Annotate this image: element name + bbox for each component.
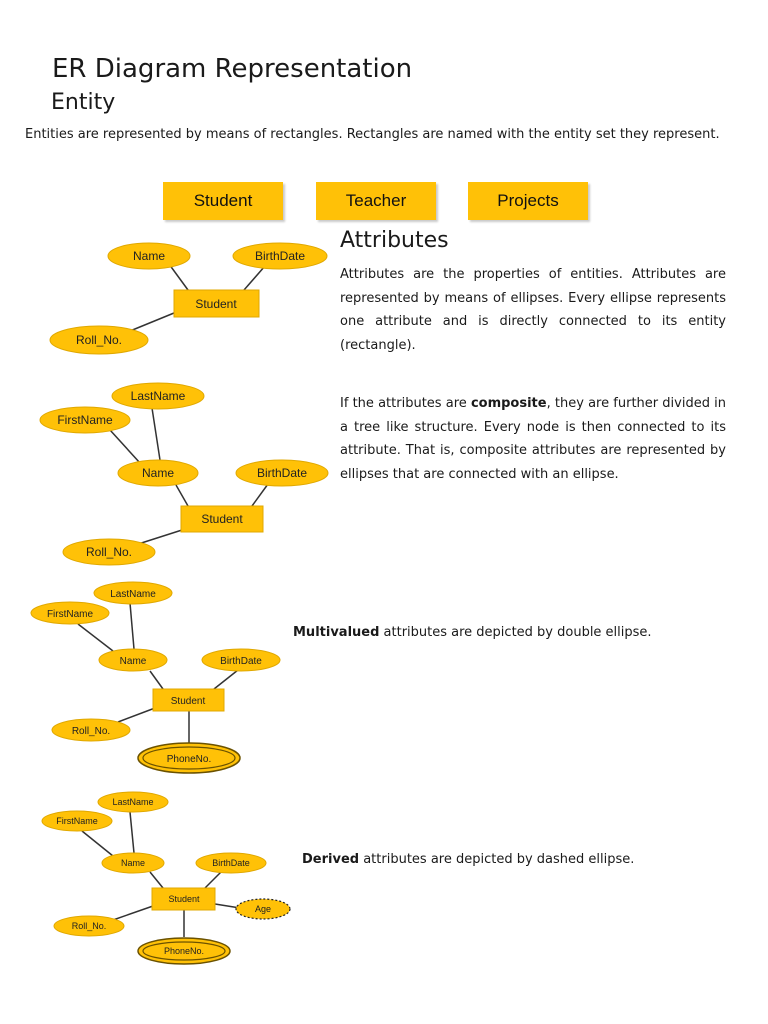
attributes-heading: Attributes — [340, 228, 449, 253]
derived-keyword: Derived — [302, 852, 360, 867]
entity-heading: Entity — [51, 90, 116, 115]
multivalued-description: Multivalued attributes are depicted by d… — [293, 625, 652, 640]
composite-prefix: If the attributes are — [340, 396, 471, 411]
page-title: ER Diagram Representation — [52, 54, 413, 84]
attr-rollno-label: Roll_No. — [72, 921, 107, 931]
attr-birthdate-label: BirthDate — [212, 858, 250, 868]
attr-rollno-label: Roll_No. — [86, 545, 132, 559]
entity-student-label: Student — [201, 512, 243, 526]
entity-student-label: Student — [171, 696, 206, 707]
composite-description: If the attributes are composite, they ar… — [340, 392, 726, 486]
attr-phoneno-label: PhoneNo. — [167, 754, 211, 765]
attr-firstname-label: FirstName — [47, 609, 94, 620]
entity-box-teacher: Teacher — [316, 182, 436, 220]
multivalued-suffix: attributes are depicted by double ellips… — [379, 625, 652, 640]
entity-student-label: Student — [195, 297, 237, 311]
attr-name-label: Name — [120, 656, 147, 667]
attr-phoneno-label: PhoneNo. — [164, 946, 204, 956]
attr-lastname-label: LastName — [112, 797, 153, 807]
attr-name-label: Name — [133, 249, 165, 263]
attr-lastname-label: LastName — [110, 589, 156, 600]
attr-birthdate-label: BirthDate — [255, 249, 305, 263]
attr-firstname-label: FirstName — [57, 413, 113, 427]
attr-rollno-label: Roll_No. — [76, 333, 122, 347]
attr-lastname-label: LastName — [131, 389, 186, 403]
derived-description: Derived attributes are depicted by dashe… — [302, 852, 634, 867]
entity-student-label: Student — [168, 894, 200, 904]
entity-description: Entities are represented by means of rec… — [25, 127, 720, 142]
attr-rollno-label: Roll_No. — [72, 726, 110, 737]
composite-keyword: composite — [470, 396, 547, 411]
attributes-description: Attributes are the properties of entitie… — [340, 267, 726, 353]
multivalued-keyword: Multivalued — [293, 625, 380, 640]
entity-box-projects: Projects — [468, 182, 588, 220]
entity-box-student: Student — [163, 182, 283, 220]
attr-birthdate-label: BirthDate — [220, 656, 262, 667]
attr-age-label: Age — [255, 904, 271, 914]
attr-birthdate-label: BirthDate — [257, 466, 307, 480]
derived-suffix: attributes are depicted by dashed ellips… — [359, 852, 635, 867]
attr-firstname-label: FirstName — [56, 816, 98, 826]
attr-name-label: Name — [142, 466, 174, 480]
attr-name-label: Name — [121, 858, 145, 868]
composite-suffix: , they are further divided in a tree lik… — [340, 396, 726, 482]
